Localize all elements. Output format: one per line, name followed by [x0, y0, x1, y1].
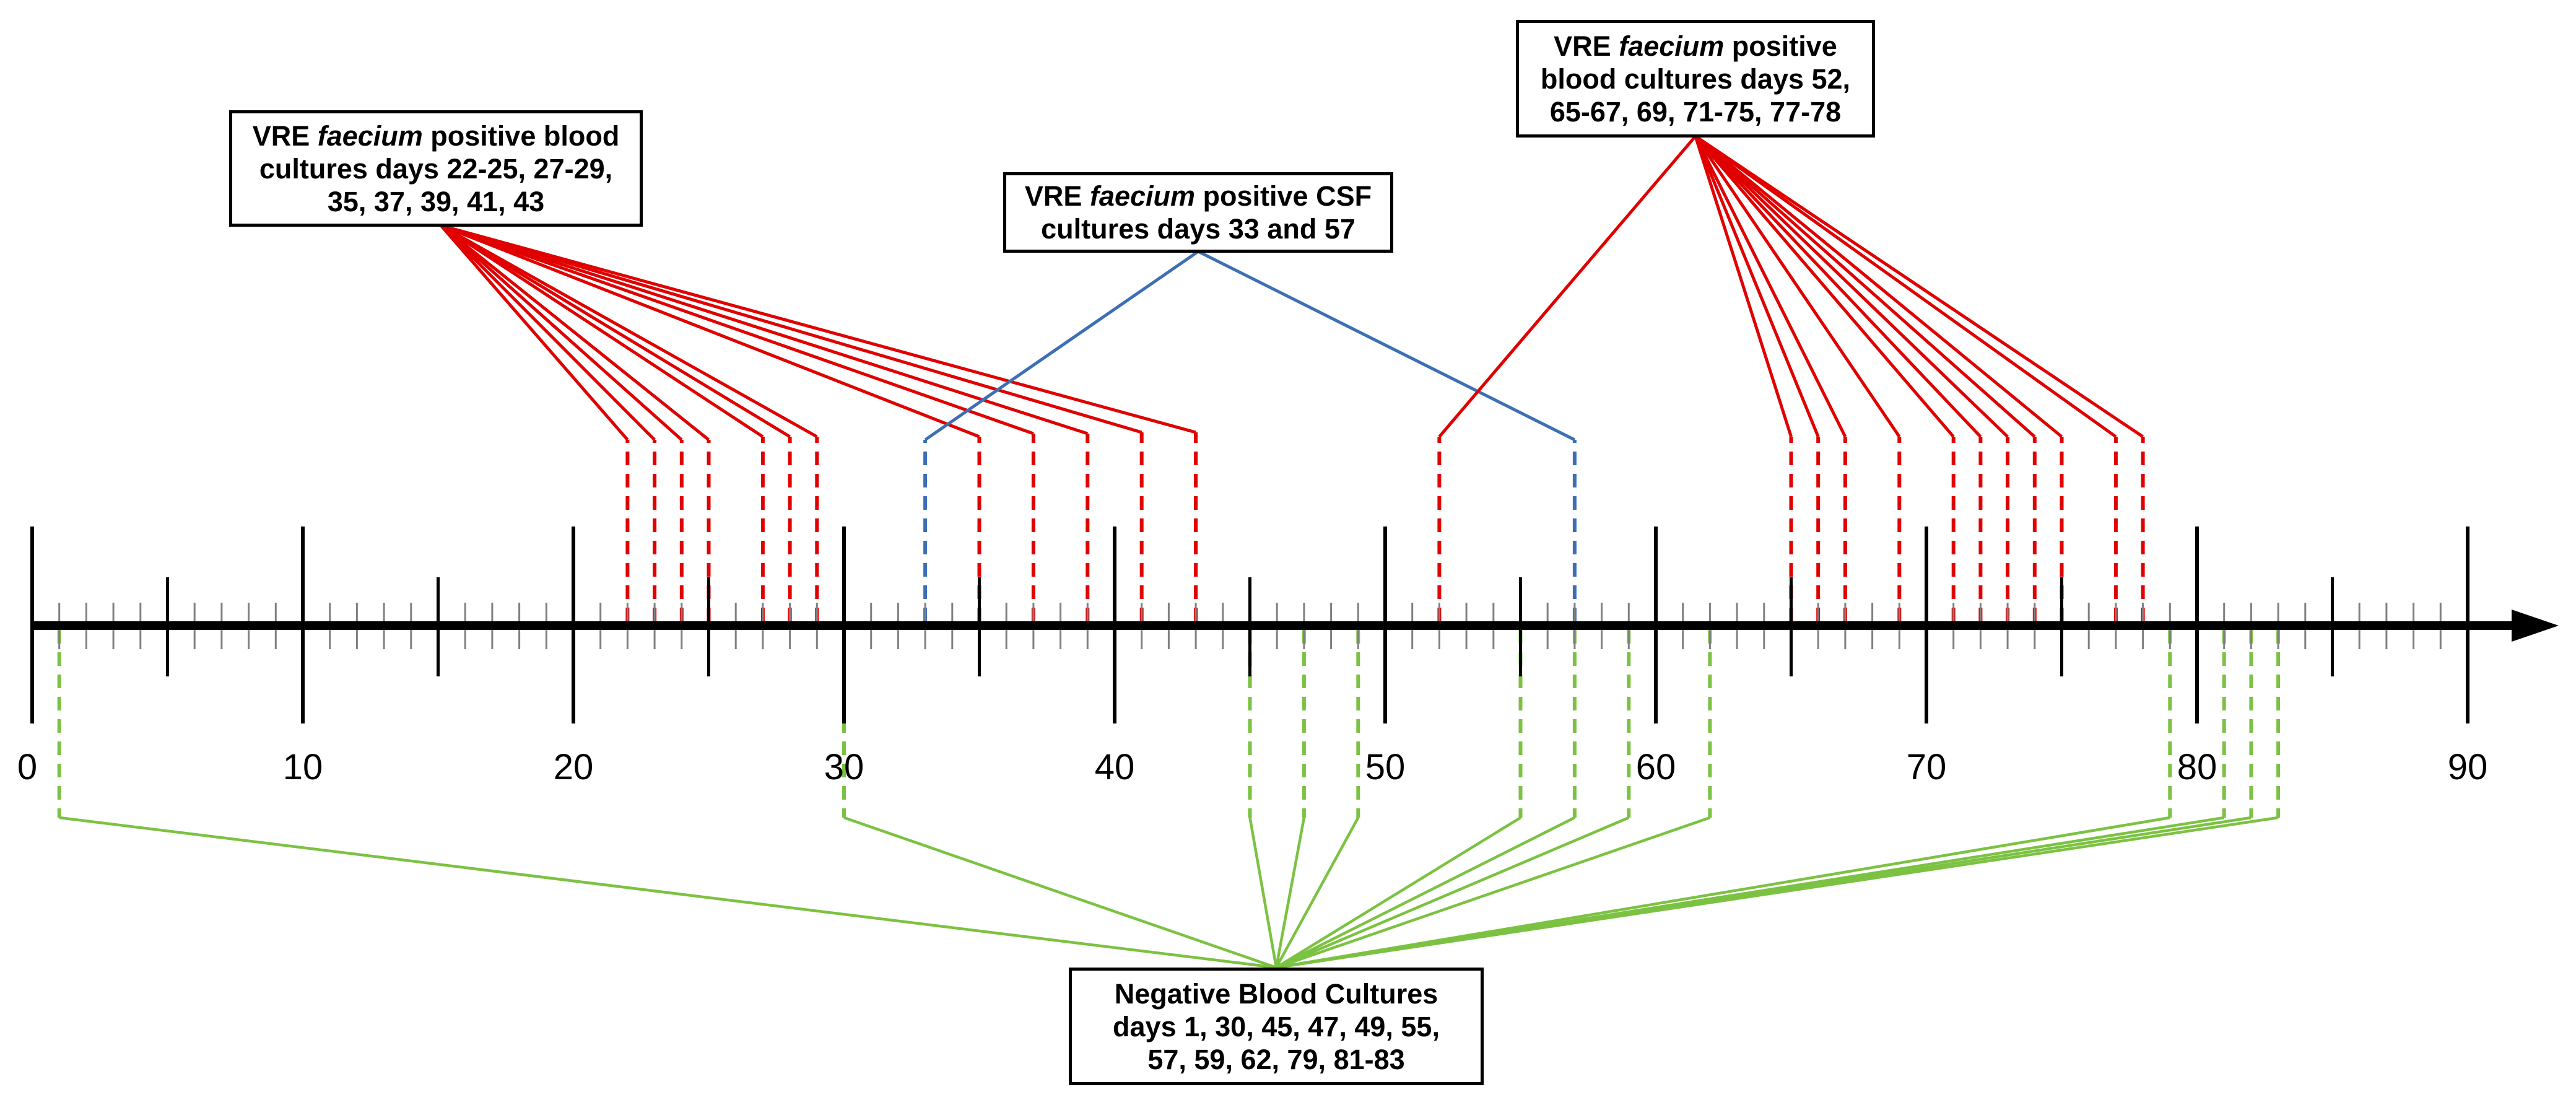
axis-label-30: 30	[824, 747, 864, 787]
species-name: faecium	[1089, 180, 1196, 212]
axis-label-20: 20	[554, 747, 594, 787]
callout-text: blood cultures days 52,	[1540, 63, 1851, 95]
positive-blood-leader	[440, 224, 791, 439]
callout-text: 57, 59, 62, 79, 81-83	[1147, 1043, 1405, 1075]
axis-label-10: 10	[283, 747, 323, 787]
callout-text: days 1, 30, 45, 47, 49, 55,	[1113, 1010, 1440, 1042]
callout-text: cultures days 33 and 57	[1041, 213, 1355, 245]
positive-blood-leader	[1694, 135, 1847, 438]
callout-text: positive	[1724, 30, 1837, 62]
positive-blood-leader	[1694, 135, 2036, 438]
negative-culture-leader	[1275, 816, 1521, 969]
callout-text: VRE	[252, 120, 318, 152]
callout-text: 65-67, 69, 71-75, 77-78	[1549, 95, 1842, 128]
axis-label-50: 50	[1365, 747, 1406, 787]
species-name: faecium	[317, 120, 423, 152]
axis-labels: 0 10 20 30 40 50 60 70 80 90	[17, 747, 2487, 787]
callout-line: cultures days 33 and 57	[1041, 212, 1355, 245]
positive-blood-leader	[1694, 135, 1901, 438]
axis-label-70: 70	[1907, 747, 1947, 787]
callout-text: 35, 37, 39, 41, 43	[327, 185, 545, 217]
positive-blood-leader	[440, 224, 818, 439]
negative-culture-leader	[1274, 817, 1306, 968]
negative-culture-leader	[1276, 816, 2279, 969]
axis-label-40: 40	[1095, 747, 1135, 787]
positive-blood-leader	[440, 224, 683, 441]
leader-lines	[57, 134, 2281, 969]
positive-blood-leader	[1694, 136, 1820, 437]
callout-line: VRE faecium positive	[1554, 30, 1837, 63]
positive-blood-leader	[440, 224, 764, 439]
axis-label-0: 0	[17, 747, 37, 787]
negative-culture-leader	[1276, 816, 2170, 969]
positive-blood-leader	[1694, 134, 2117, 439]
species-name: faecium	[1619, 30, 1725, 62]
callout-text: Negative Blood Cultures	[1114, 977, 1438, 1010]
negative-culture-leader	[843, 816, 1277, 969]
callout-line: VRE faecium positive blood	[253, 120, 620, 152]
callout-line: VRE faecium positive CSF	[1025, 180, 1372, 212]
axis-label-80: 80	[2177, 747, 2217, 787]
positive-blood-leader	[1694, 136, 1793, 437]
positive-blood-leader	[440, 224, 1034, 435]
positive-blood-leader	[1694, 135, 2063, 438]
callout-line: cultures days 22-25, 27-29,	[259, 152, 612, 185]
callout-text: VRE	[1024, 180, 1090, 212]
positive-blood-leader	[440, 224, 1142, 434]
positive-blood-leader	[440, 224, 629, 441]
axis-label-60: 60	[1636, 747, 1676, 787]
negative-culture-leader	[1276, 816, 1630, 969]
negative-culture-leader	[1275, 816, 1360, 969]
callout-text: VRE	[1554, 30, 1619, 62]
positive-blood-leader	[440, 224, 710, 441]
positive-blood-leader	[440, 224, 656, 441]
axis-label-90: 90	[2448, 747, 2488, 787]
positive-blood-leader	[1694, 134, 2144, 439]
callout-text: cultures days 22-25, 27-29,	[259, 152, 613, 185]
callout-text: positive CSF	[1195, 180, 1372, 212]
negative-culture-leader	[1275, 816, 1575, 969]
negative-culture-leader	[1248, 817, 1278, 968]
timeline-arrowhead	[2512, 610, 2559, 642]
positive-blood-leader	[1694, 135, 1982, 438]
positive-csf-leader	[1197, 250, 1576, 442]
positive-blood-leader	[1438, 135, 1697, 438]
callout-line: 35, 37, 39, 41, 43	[328, 185, 544, 218]
positive-blood-leader	[1694, 135, 1955, 438]
timeline-axis	[32, 610, 2559, 642]
negative-culture-leader	[1276, 816, 1711, 969]
positive-csf-leader	[924, 250, 1199, 442]
positive-blood-leader	[440, 224, 1196, 434]
positive-blood-leader	[440, 224, 1089, 435]
negative-culture-leader	[59, 816, 1277, 969]
positive-blood-leader	[1694, 135, 2009, 438]
callout-line: 65-67, 69, 71-75, 77-78	[1550, 95, 1841, 128]
callout-line: blood cultures days 52,	[1541, 63, 1850, 95]
callout-text: positive blood	[422, 120, 620, 152]
callout-line: Negative Blood Cultures	[1115, 977, 1438, 1010]
callout-line: 57, 59, 62, 79, 81-83	[1147, 1043, 1404, 1076]
positive-blood-leader	[440, 224, 980, 439]
callout-line: days 1, 30, 45, 47, 49, 55,	[1113, 1010, 1440, 1043]
